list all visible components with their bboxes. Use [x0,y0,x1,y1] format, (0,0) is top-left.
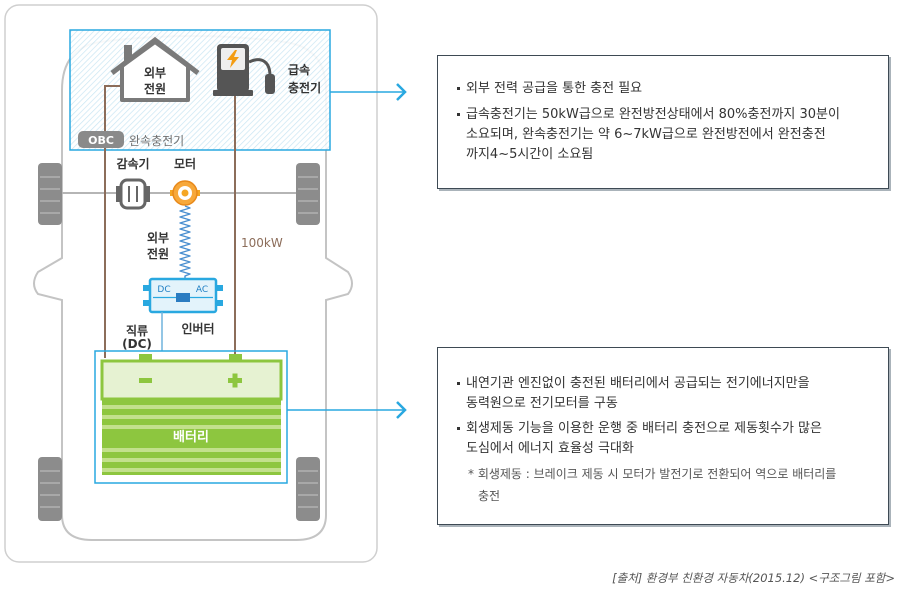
bullet-text-line: 도심에서 에너지 효율성 극대화 [466,441,634,456]
plus-icon [228,373,242,388]
slow-charger-label: 완속충전기 [129,134,184,148]
power-rating-label: 100kW [241,236,283,250]
battery-icon [100,354,283,475]
footnote: * 회생제동 : 브레이크 제동 시 모터가 발전기로 전환되어 역으로 배터리… [438,463,888,507]
wheel-icon [38,457,62,521]
coil-label-line2: 전원 [147,246,169,261]
coil-label-line1: 외부 [147,230,169,245]
bullet-icon [457,427,460,430]
arrow-right-icon [330,83,407,101]
bullet-item: 내연기관 엔진없이 충전된 배터리에서 공급되는 전기에너지만을 동력원으로 전… [438,374,888,414]
minus-icon [139,378,152,383]
wheel-icon [38,163,62,225]
ev-charger-icon [213,44,275,96]
bullet-text-line: 까지4~5시간이 소요됨 [466,147,594,162]
source-caption: [출처] 환경부 친환경 자동차(2015.12) <구조그림 포함> [612,571,895,585]
bullet-item: 급속충전기는 50kW급으로 완전방전상태에서 80%충전까지 30분이 소요되… [438,105,888,165]
bullet-item: 외부 전력 공급을 통한 충전 필요 [438,79,888,99]
bullet-icon [457,382,460,385]
inverter-ac-label: AC [196,285,208,295]
info-box-charging: 외부 전력 공급을 통한 충전 필요 급속충전기는 50kW급으로 완전방전상태… [437,55,889,189]
bullet-text-line: 회생제동 기능을 이용한 운행 중 배터리 충전으로 제동횟수가 많은 [466,421,822,436]
charging-zone [69,29,331,151]
charger-label-line2: 충전기 [288,80,321,95]
wheel-icon [296,163,320,225]
inverter-label: 인버터 [181,321,214,336]
battery-zone [94,350,288,484]
bullet-text-line: 동력원으로 전기모터를 구동 [466,396,618,411]
dc-label-line2: (DC) [122,337,152,351]
bullet-text-line: 내연기관 엔진없이 충전된 배터리에서 공급되는 전기에너지만을 [466,376,810,391]
reducer-label: 감속기 [116,156,149,171]
info-box-driving: 내연기관 엔진없이 충전된 배터리에서 공급되는 전기에너지만을 동력원으로 전… [437,347,889,525]
obc-badge [78,131,124,148]
motor-label: 모터 [174,156,196,171]
reducer-icon [116,178,150,210]
bullet-icon [457,113,460,116]
bullet-text-line: 급속충전기는 50kW급으로 완전방전상태에서 80%충전까지 30분이 [466,107,840,122]
footnote-line: * 회생제동 : 브레이크 제동 시 모터가 발전기로 전환되어 역으로 배터리… [468,467,837,481]
house-label-line2: 전원 [144,81,166,96]
inverter-icon [143,277,223,314]
bullet-text-line: 소요되며, 완속충전기는 약 6~7kW급으로 완전방전에서 완전충전 [466,127,826,142]
wheel-icon [296,457,320,521]
bullet-text-line: 외부 전력 공급을 통한 충전 필요 [466,81,643,96]
house-label-line1: 외부 [144,65,166,80]
inverter-dc-label: DC [157,285,170,295]
bullet-item: 회생제동 기능을 이용한 운행 중 배터리 충전으로 제동횟수가 많은 도심에서… [438,419,888,459]
bullet-icon [457,87,460,90]
lightning-icon [227,50,239,68]
obc-badge-label: OBC [88,134,114,147]
battery-label: 배터리 [173,429,209,445]
footnote-line: 충전 [478,489,501,503]
charger-label-line1: 급속 [288,63,310,77]
spring-coil-icon [179,205,191,280]
wire-external-power [104,85,122,358]
dc-label-line1: 직류 [126,323,148,338]
house-icon [110,36,200,102]
motor-icon [170,180,200,206]
arrow-right-icon [287,401,407,419]
